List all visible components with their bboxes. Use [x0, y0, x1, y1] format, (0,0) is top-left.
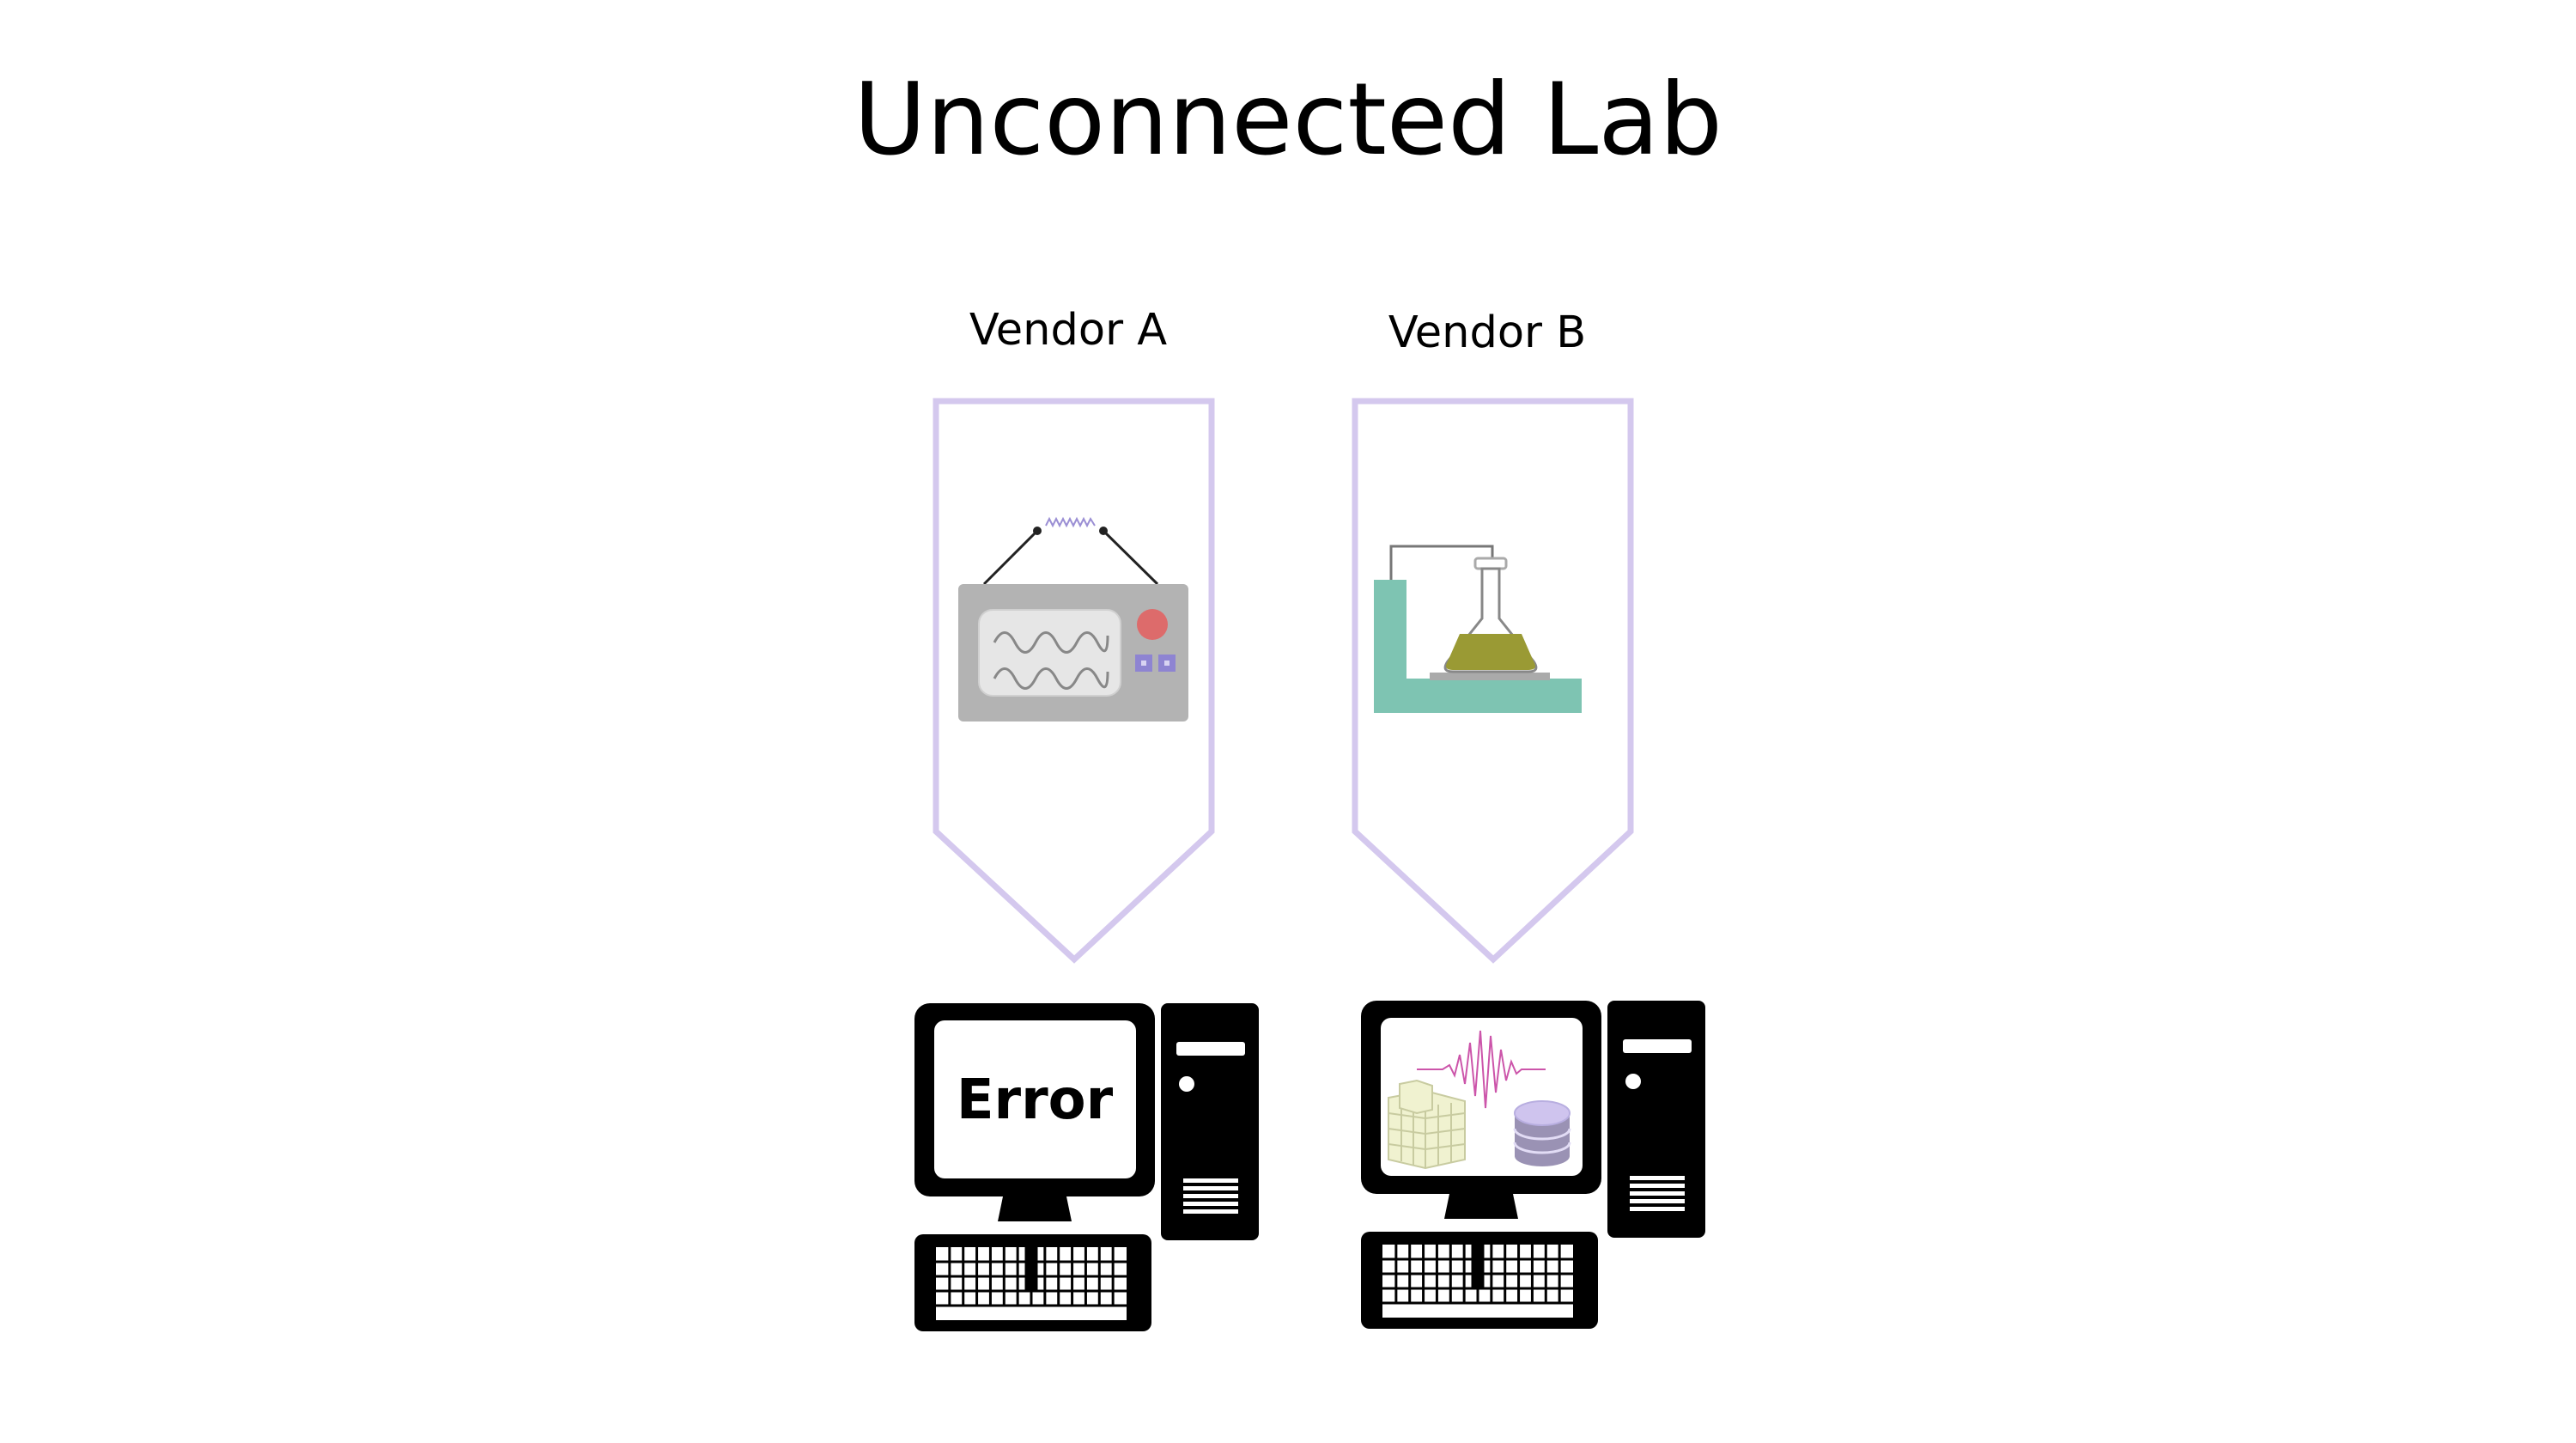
signal-wave-icon: [1417, 1030, 1546, 1109]
vendor-b-label: Vendor B: [1388, 307, 1587, 358]
database-icon: [1513, 1100, 1571, 1166]
vendor-a-arrow: [933, 398, 1215, 964]
vendor-a-label: Vendor A: [969, 305, 1168, 356]
flask-on-stand-icon: [1374, 545, 1582, 713]
vendor-a-computer-icon: Error: [914, 1003, 1259, 1331]
cube-stack-icon: [1388, 1079, 1466, 1170]
page-title: Unconnected Lab: [853, 62, 1723, 178]
error-message: Error: [957, 1069, 1114, 1132]
oscilloscope-icon: [958, 516, 1188, 722]
vendor-b-computer-icon: [1361, 1001, 1705, 1329]
vendor-b-arrow: [1352, 398, 1634, 964]
